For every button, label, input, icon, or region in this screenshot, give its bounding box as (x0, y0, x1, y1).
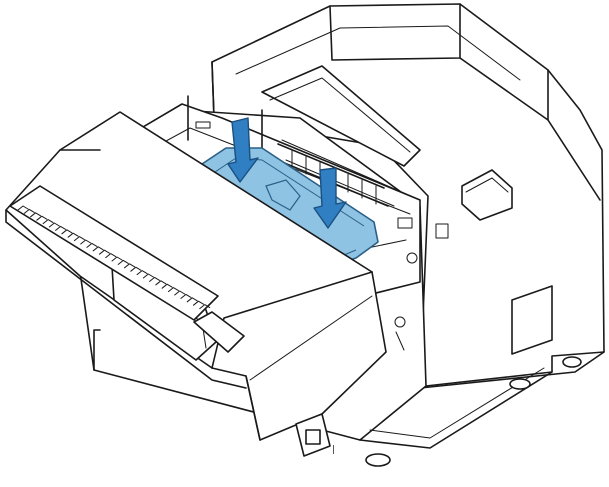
side-details (394, 223, 449, 351)
tear-bar-tooth (192, 300, 204, 306)
tear-bar-tooth (130, 266, 142, 272)
tear-bar-tooth (92, 246, 104, 252)
tear-bar (9, 185, 219, 321)
tear-bar-tooth (42, 219, 54, 225)
tear-bar-tooth (61, 229, 73, 235)
cover-lever (261, 65, 421, 167)
tear-bar-tooth (48, 222, 60, 228)
tear-bar-tooth (180, 293, 192, 299)
tear-bar-tooth (149, 276, 161, 282)
tear-bar-tooth (136, 270, 148, 276)
tear-bar-tooth (186, 297, 198, 303)
tear-bar-tooth (30, 212, 42, 218)
tear-bar-tooth (67, 232, 79, 238)
tear-bar-tooth (142, 273, 154, 279)
printer-feet (365, 356, 582, 467)
tear-bar-tooth (98, 249, 110, 255)
side-button (461, 169, 513, 221)
tear-bar-tooth (117, 259, 129, 265)
tear-bar-tooth (167, 287, 179, 293)
tear-bar-tooth (80, 239, 92, 245)
tear-bar-tooth (105, 253, 117, 259)
tear-bar-tooth (174, 290, 186, 296)
tear-bar-tooth (199, 304, 211, 310)
tear-bar-tooth (111, 256, 123, 262)
tear-bar-tooth (17, 205, 29, 211)
power-on-mark: | (332, 445, 335, 455)
tear-bar-tooth (161, 283, 173, 289)
tear-bar-tooth (124, 263, 136, 269)
front-cover (5, 111, 387, 441)
tear-bar-tooth (36, 215, 48, 221)
tear-bar-tooth (86, 242, 98, 248)
tear-bar-tooth (23, 208, 35, 214)
arrow-down-icon (227, 117, 259, 183)
arrow-down-icon (313, 167, 347, 229)
tear-bar-tooth (73, 236, 85, 242)
side-vent (511, 285, 553, 355)
power-switch-icon: | (295, 413, 335, 457)
tear-bar-tooth (55, 225, 67, 231)
tear-bar-tooth (155, 280, 167, 286)
